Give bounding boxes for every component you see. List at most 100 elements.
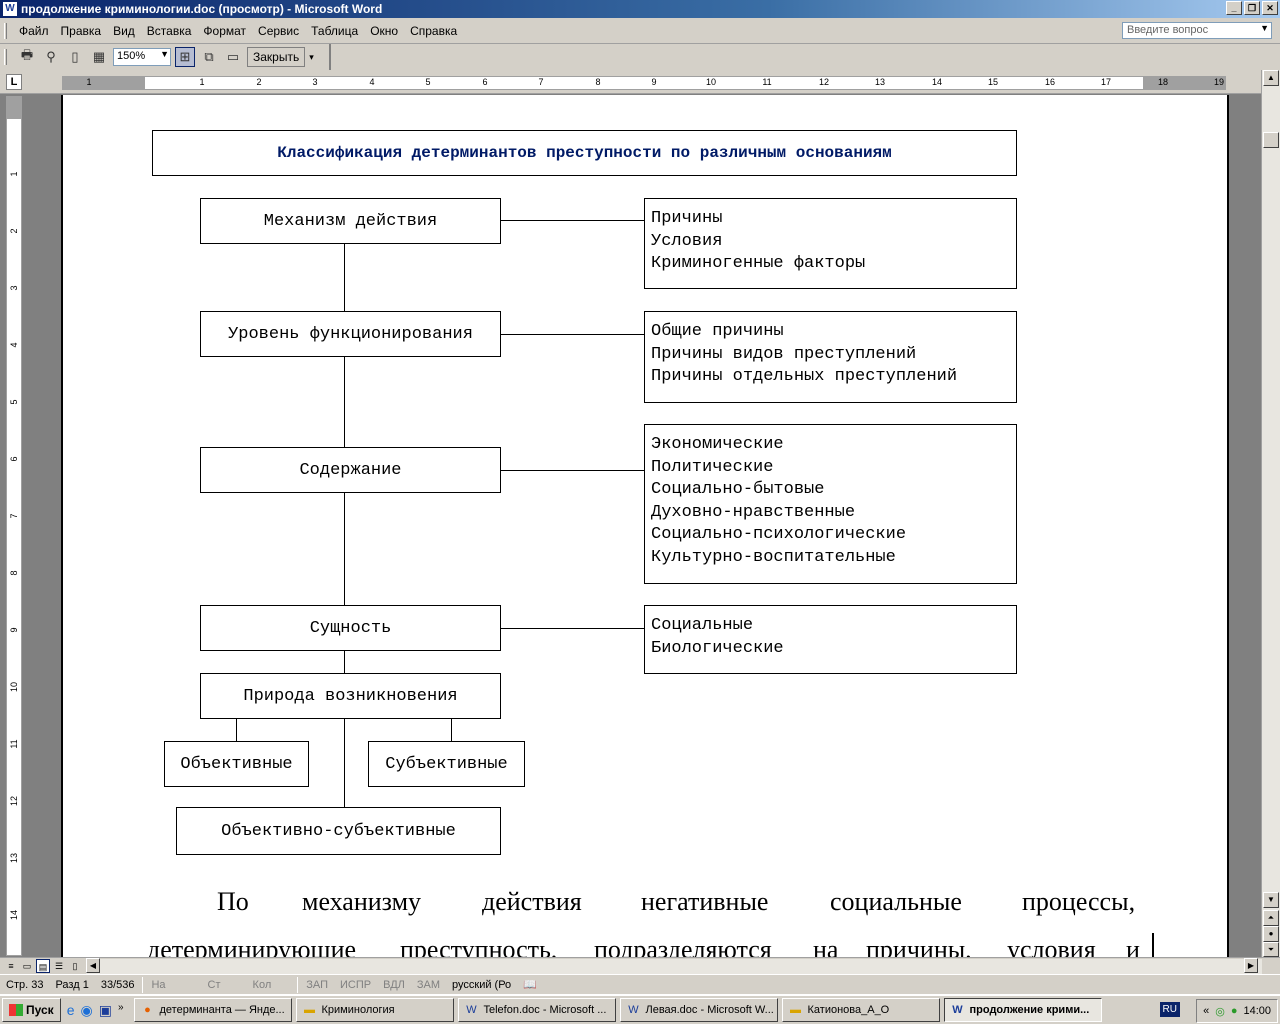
list-item: Биологические — [651, 638, 784, 658]
outline-view-button[interactable]: ☰ — [52, 959, 66, 973]
ruler-number: 13 — [874, 77, 885, 87]
chevron-down-icon: ▼ — [1260, 23, 1269, 33]
tab-selector[interactable]: L — [6, 74, 22, 90]
scroll-thumb[interactable] — [1263, 132, 1279, 148]
normal-view-button[interactable]: ≡ — [4, 959, 18, 973]
taskbar-item-label: Криминология — [321, 1004, 395, 1016]
scroll-left-button[interactable]: ◀ — [86, 958, 100, 973]
language-indicator[interactable]: RU — [1159, 1002, 1180, 1017]
list-item: Общие причины — [651, 322, 784, 341]
save-icon[interactable]: ▣ — [98, 1001, 112, 1018]
taskbar-item[interactable]: ▬ Катионова_А_О — [781, 998, 940, 1022]
one-page-button[interactable]: ▯ — [65, 47, 85, 67]
ruler-number: 6 — [9, 456, 19, 462]
status-language[interactable]: русский (Ро — [452, 978, 512, 991]
status-separator — [297, 976, 299, 993]
network-icon[interactable]: ◎ — [1215, 1005, 1225, 1018]
vertical-ruler[interactable]: 1 2 3 4 5 6 7 8 9 10 11 12 13 14 — [6, 96, 22, 956]
document-page[interactable]: Классификация детерминантов преступности… — [61, 95, 1229, 957]
clock[interactable]: 14:00 — [1243, 1005, 1271, 1017]
minimize-button[interactable]: _ — [1226, 1, 1242, 15]
reading-view-icon: ▯ — [72, 961, 78, 971]
horizontal-scrollbar[interactable]: ◀ ▶ — [86, 958, 1262, 974]
status-ovr[interactable]: ЗАМ — [416, 978, 441, 991]
horizontal-ruler[interactable]: 1 1 2 3 4 5 6 7 8 9 10 11 12 13 14 15 16… — [62, 76, 1226, 90]
status-ext[interactable]: ВДЛ — [383, 978, 405, 991]
tray-expand-button[interactable]: « — [1203, 1005, 1210, 1017]
taskbar: Пуск e ◉ ▣ » ● детерминанта — Янде... ▬ … — [0, 994, 1280, 1024]
previous-page-button[interactable]: ⏶ — [1263, 910, 1279, 926]
menu-help[interactable]: Справка — [410, 23, 458, 38]
menu-tools[interactable]: Сервис — [258, 23, 300, 38]
toolbar-grip[interactable] — [4, 49, 7, 65]
windows-logo-icon — [9, 1004, 23, 1016]
menu-view[interactable]: Вид — [113, 23, 135, 38]
taskbar-item[interactable]: W Левая.doc - Microsoft W... — [619, 998, 778, 1022]
ruler-number: 15 — [987, 77, 998, 87]
box-level: Уровень функционирования — [200, 311, 501, 357]
menu-edit[interactable]: Правка — [60, 23, 102, 38]
print-button[interactable]: 🖶 — [17, 47, 37, 67]
chevron-right-icon[interactable]: » — [117, 1001, 124, 1013]
close-window-button[interactable]: ✕ — [1262, 1, 1278, 15]
ruler-number: 14 — [931, 77, 942, 87]
spelling-status-icon[interactable]: 📖 — [523, 979, 537, 991]
word-doc-icon: W — [466, 1004, 477, 1016]
scroll-up-button[interactable]: ▲ — [1263, 70, 1279, 86]
box-mechanism-items: Причины Условия Криминогенные факторы — [644, 198, 1017, 289]
shrink-to-fit-button[interactable]: ⧉ — [199, 47, 219, 67]
taskbar-item-label: Левая.doc - Microsoft W... — [645, 1004, 774, 1016]
taskbar-item[interactable]: ● детерминанта — Янде... — [133, 998, 292, 1022]
select-browse-object-button[interactable]: ● — [1263, 926, 1279, 942]
ruler-number: 14 — [9, 910, 19, 921]
menu-table[interactable]: Таблица — [311, 23, 359, 38]
ruler-number: 4 — [369, 77, 375, 87]
body-word: процессы, — [1022, 887, 1136, 916]
menu-grip[interactable] — [4, 22, 7, 39]
reading-view-button[interactable]: ▯ — [68, 959, 82, 973]
start-button[interactable]: Пуск — [2, 998, 61, 1022]
view-ruler-button[interactable]: ⊞ — [175, 47, 195, 67]
close-preview-button[interactable]: Закрыть — [247, 47, 306, 67]
full-screen-button[interactable]: ▭ — [223, 47, 243, 67]
scroll-down-button[interactable]: ▼ — [1263, 892, 1279, 908]
ruler-number: 10 — [9, 682, 19, 693]
start-label: Пуск — [26, 1003, 54, 1017]
body-word: на — [813, 935, 839, 957]
ruler-number: 12 — [9, 796, 19, 807]
web-view-button[interactable]: ▭ — [20, 959, 34, 973]
status-trk[interactable]: ИСПР — [340, 978, 372, 991]
box-content: Содержание — [200, 447, 501, 493]
menu-file[interactable]: Файл — [19, 23, 49, 38]
ie-icon[interactable]: e — [66, 1001, 75, 1018]
multiple-pages-button[interactable]: ▦ — [89, 47, 109, 67]
messenger-icon[interactable]: ● — [1230, 1005, 1238, 1017]
arrow-right-icon: ▶ — [1247, 961, 1255, 970]
taskbar-item[interactable]: ▬ Криминология — [295, 998, 454, 1022]
ask-question-input[interactable]: Введите вопрос ▼ — [1122, 22, 1272, 39]
box-origin: Природа возникновения — [200, 673, 501, 719]
taskbar-item-label: Telefon.doc - Microsoft ... — [483, 1004, 607, 1016]
status-column: Кол — [252, 978, 272, 991]
toolbar-options-icon[interactable]: ▾ — [309, 51, 314, 62]
taskbar-item-active[interactable]: W продолжение крими... — [943, 998, 1102, 1022]
browser-icon[interactable]: ◉ — [80, 1001, 93, 1018]
vertical-scrollbar[interactable]: ▲ ▼ ⏶ ● ⏷ — [1261, 70, 1280, 957]
scroll-right-button[interactable]: ▶ — [1244, 958, 1258, 973]
menu-insert[interactable]: Вставка — [146, 23, 192, 38]
body-word: преступность, — [400, 935, 558, 957]
menu-format[interactable]: Формат — [203, 23, 247, 38]
menu-window[interactable]: Окно — [370, 23, 399, 38]
next-page-button[interactable]: ⏷ — [1263, 942, 1279, 957]
taskbar-item[interactable]: W Telefon.doc - Microsoft ... — [457, 998, 616, 1022]
full-screen-icon: ▭ — [226, 49, 240, 64]
ruler-number: 4 — [9, 342, 19, 348]
status-rec[interactable]: ЗАП — [306, 978, 328, 991]
restore-button[interactable]: ❐ — [1244, 1, 1260, 15]
magnifier-button[interactable]: ⚲ — [41, 47, 61, 67]
zoom-select[interactable]: 150% ▼ — [113, 48, 171, 66]
ruler-number: 2 — [256, 77, 262, 87]
print-layout-button[interactable]: ▤ — [36, 959, 50, 973]
box-objective: Объективные — [164, 741, 309, 787]
ruler-number: 7 — [9, 513, 19, 519]
